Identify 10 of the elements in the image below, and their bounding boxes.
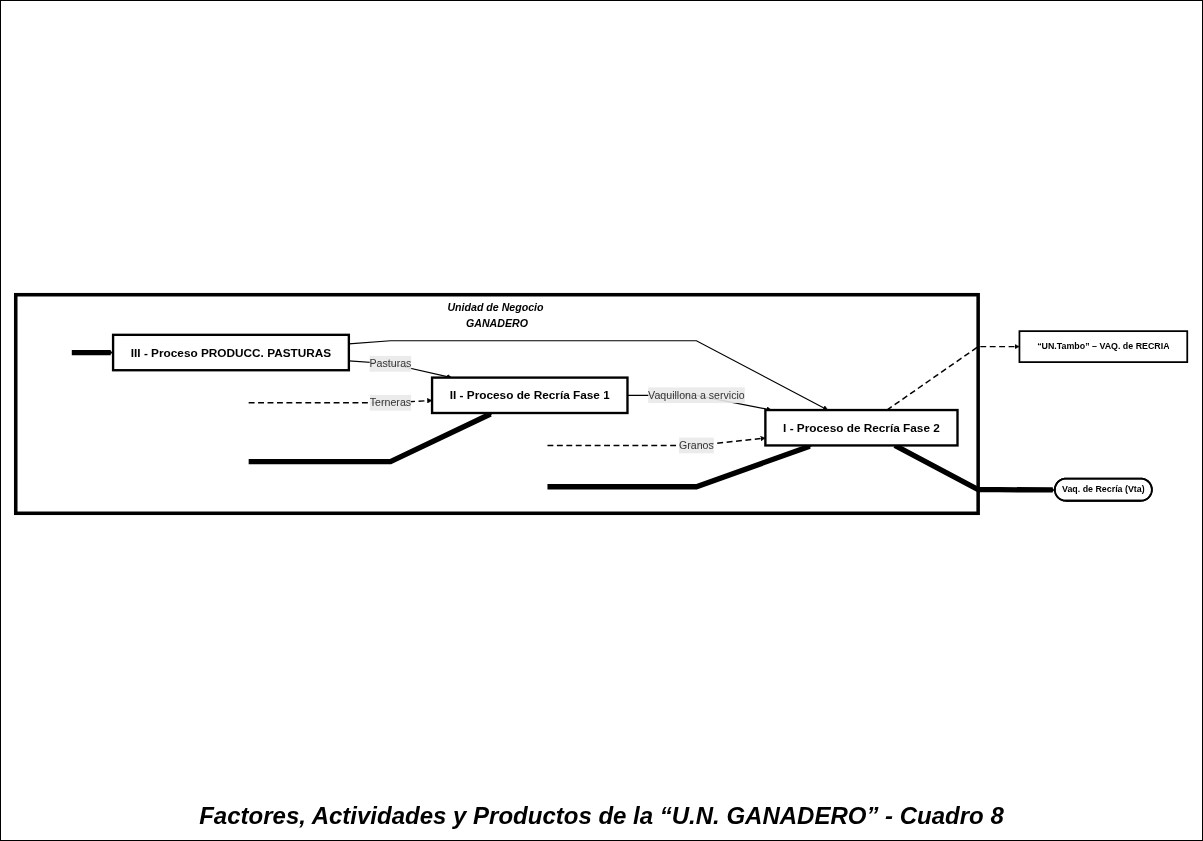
edge-label: Pasturas: [369, 357, 412, 369]
node-box: III - Proceso PRODUCC. PASTURAS: [111, 333, 351, 371]
node-box: “UN.Tambo” – VAQ. de RECRIA: [1018, 329, 1189, 363]
arrow: [71, 349, 114, 355]
node-box: I - Proceso de Recría Fase 2: [764, 408, 959, 447]
edge-label: Granos: [679, 438, 714, 451]
edge-label: Terneras: [369, 395, 412, 408]
caption: Factores, Actividades y Productos de la “U.N. GANADERO” - Cuadro 8: [199, 802, 1004, 830]
edge-label: Vaquillona a servicio: [648, 388, 745, 401]
node-box: II - Proceso de Recría Fase 1: [430, 375, 629, 414]
